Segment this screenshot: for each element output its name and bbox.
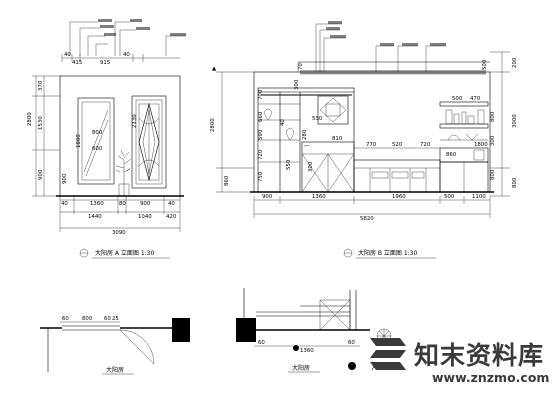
dim-b7: 1040 [138, 214, 152, 220]
plan-left-dim-60: 60 [62, 316, 69, 322]
dim-r-800: 800 [490, 169, 496, 180]
left-elevation: 40 415 915 40 2800 370 1530 900 18 [27, 19, 186, 259]
dim-r-right-800: 800 [512, 177, 518, 188]
right-caption-text: 大阳房 B 立面图 1:30 [358, 249, 417, 257]
dim-top-3: 915 [100, 60, 110, 66]
dim-rb-4: 500 [444, 194, 455, 200]
dim-r-860: 860 [446, 152, 457, 158]
dim-rb-1: 900 [262, 194, 273, 200]
left-bottom-dimensions: 40 1360 80 900 40 1440 1040 420 3090 [59, 196, 181, 236]
watermark-logo-icon [370, 338, 406, 370]
dim-r-left-total: 2800 [210, 118, 216, 132]
dim-rb-3: 1960 [392, 194, 406, 200]
dim-top-2: 415 [72, 60, 82, 66]
dim-r-v8: 280 [302, 129, 308, 140]
dim-b5: 40 [168, 201, 175, 207]
dim-r-500a: 500 [452, 96, 463, 102]
dim-r-left-860: 860 [224, 175, 230, 186]
dim-left-total: 2800 [27, 112, 33, 126]
plan-right: 60 1360 60 大阳房 [236, 288, 392, 373]
dim-door-800: 800 [92, 130, 103, 136]
right-elevation-caption: 大阳房 B 立面图 1:30 [343, 248, 436, 259]
plan-left-room-label: 大阳房 [106, 366, 124, 374]
dim-r-v6: 40 [280, 119, 286, 126]
dim-r-1800: 1800 [474, 142, 488, 148]
dim-r-v10: 300 [294, 79, 300, 90]
right-left-dimensions: 2800 860 ▲ [210, 66, 254, 193]
watermark-url: www.znzmo.com [432, 370, 550, 385]
dim-b-total: 3090 [112, 230, 126, 236]
dim-b6: 1440 [88, 214, 102, 220]
dim-r-v5: 750 [258, 171, 264, 182]
right-elevation-leader-notes [315, 21, 446, 72]
right-shelf-unit: 500 470 800 300 860 1800 800 [439, 96, 496, 193]
dim-left-2: 1530 [38, 116, 44, 130]
dim-door-600: 600 [92, 146, 103, 152]
dim-r-right-3000: 3000 [512, 114, 518, 128]
dim-r-left-arrow: ▲ [212, 66, 217, 72]
right-right-dimensions: 200 3000 800 [490, 51, 518, 197]
dim-door-1800: 1800 [76, 134, 82, 148]
left-vertical-dimensions: 2800 370 1530 900 [27, 75, 60, 197]
plan-left-dim-25: 25 [112, 316, 119, 322]
dim-r-470: 470 [470, 96, 481, 102]
plan-right-dim-60: 60 [258, 340, 265, 346]
left-caption-text: 大阳房 A 立面图 1:30 [95, 249, 154, 257]
tv-console: 770 520 720 [353, 142, 441, 193]
plan-left-dim-60b: 60 [104, 316, 111, 322]
dim-top-1: 40 [64, 52, 71, 58]
dim-r-v7: 550 [286, 159, 292, 170]
dim-r-300a: 800 [490, 111, 496, 122]
dim-r-top-70: 70 [298, 63, 304, 70]
dim-left-3: 900 [38, 169, 44, 180]
dim-door-2130: 2130 [132, 114, 138, 128]
plan-left: 60 800 60 25 大阳房 [40, 316, 190, 375]
dim-r-v9: 300 [308, 161, 314, 172]
dim-r-770: 770 [366, 142, 377, 148]
dim-b4: 900 [140, 201, 151, 207]
watermark-title: 知末资料库 [414, 341, 545, 370]
crown-moulding [300, 70, 486, 75]
dim-top-4: 40 [123, 52, 130, 58]
plan-left-dim-800: 800 [82, 316, 93, 322]
dim-b3: 80 [119, 201, 126, 207]
dim-r-520: 520 [392, 142, 403, 148]
dim-r-v3: 590 [258, 129, 264, 140]
plan-right-dim-60b: 60 [348, 340, 355, 346]
dim-r-v2: 660 [258, 111, 264, 122]
dim-r-530: 530 [312, 116, 323, 122]
dim-left-1: 370 [38, 80, 44, 91]
dim-r-lower-note: ⌒ [304, 145, 310, 152]
dim-b1: 40 [61, 201, 68, 207]
dim-r-v1: 700 [258, 89, 264, 100]
dim-r-720: 720 [420, 142, 431, 148]
plan-right-dim-1360: 1360 [300, 348, 314, 354]
left-top-dimension: 40 415 915 40 [61, 52, 180, 66]
dim-b8: 420 [166, 214, 177, 220]
dim-rb-5: 1100 [472, 194, 486, 200]
right-bottom-dimensions: 900 1360 1960 500 1100 5820 [253, 194, 491, 222]
left-elevation-leader-notes [69, 19, 186, 56]
right-elevation: 2800 860 ▲ 200 3000 800 70 500 [210, 21, 518, 259]
dim-rb-2: 1360 [312, 194, 326, 200]
dim-r-300b: 300 [490, 135, 496, 146]
dim-r-v4: 720 [258, 149, 264, 160]
dim-r-810: 810 [332, 136, 343, 142]
dim-b2: 1360 [90, 201, 104, 207]
plan-right-room-label: 大阳房 [292, 364, 310, 372]
ornate-door: 2130 [131, 95, 167, 189]
display-shelving: 530 810 ⌒ [257, 87, 355, 193]
dim-rb-total: 5820 [360, 216, 374, 222]
glass-door: 1800 800 600 [76, 97, 115, 185]
left-elevation-caption: 大阳房 A 立面图 1:30 [79, 248, 170, 259]
plant-icon [115, 149, 132, 197]
dim-r-top-500: 500 [482, 59, 488, 70]
dim-r-right-200: 200 [512, 57, 518, 68]
dim-inner-900: 900 [62, 173, 68, 184]
right-inner-vertical-dims: 700 660 590 720 750 40 550 280 300 300 [258, 79, 314, 182]
